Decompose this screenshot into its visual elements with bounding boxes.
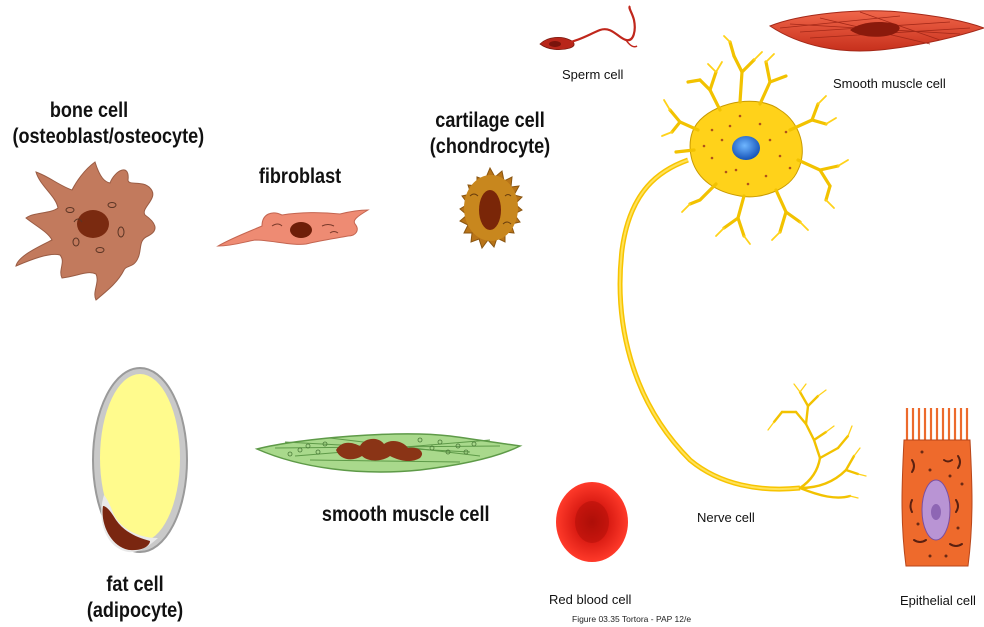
- nerve-cell-label: Nerve cell: [697, 510, 755, 525]
- bone-cell-label: bone cell: [12, 98, 165, 123]
- cartilage-cell-shape: [460, 168, 522, 248]
- cartilage-cell-sublabel: (chondrocyte): [421, 134, 559, 159]
- sperm-cell-label: Sperm cell: [562, 67, 623, 82]
- epithelial-cell-shape: [902, 408, 972, 566]
- fat-cell-label: fat cell: [71, 572, 200, 597]
- nerve-cell-shape: [620, 36, 866, 498]
- smooth-muscle-cell-right-shape: [770, 11, 984, 51]
- cartilage-cell-label: cartilage cell: [421, 108, 559, 133]
- bone-cell-sublabel: (osteoblast/osteocyte): [12, 124, 165, 149]
- figure-caption: Figure 03.35 Tortora - PAP 12/e: [572, 614, 691, 624]
- red-blood-cell-label: Red blood cell: [549, 592, 631, 607]
- fat-cell-sublabel: (adipocyte): [71, 598, 200, 623]
- red-blood-cell-shape: [556, 482, 628, 562]
- epithelial-cell-label: Epithelial cell: [900, 593, 976, 608]
- fat-cell-shape: [93, 368, 187, 552]
- smooth-muscle-cell-left-label: smooth muscle cell: [322, 502, 468, 527]
- sperm-cell-shape: [540, 6, 637, 50]
- fibroblast-label: fibroblast: [248, 164, 351, 189]
- smooth-muscle-cell-left-shape: [257, 434, 520, 472]
- bone-cell-shape: [16, 162, 155, 300]
- smooth-muscle-cell-right-label: Smooth muscle cell: [833, 76, 946, 91]
- fibroblast-shape: [218, 210, 368, 246]
